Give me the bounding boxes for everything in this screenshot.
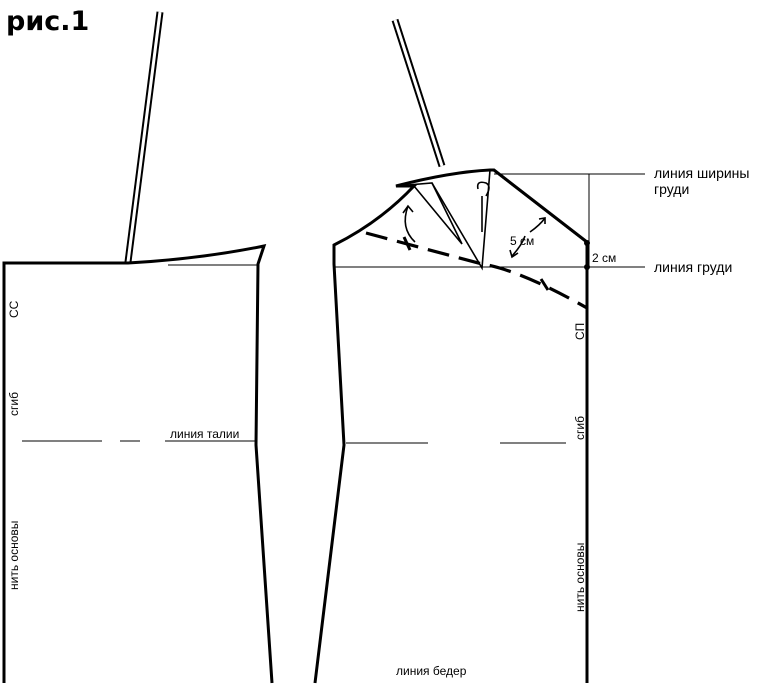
dart-arrow-upper xyxy=(529,217,546,233)
dart-arrow-left xyxy=(404,205,416,243)
bust-point-upper xyxy=(584,240,590,246)
cross-mark-left xyxy=(402,236,412,251)
dart-arrow-right xyxy=(511,235,526,257)
right-outline xyxy=(313,168,589,684)
dart-arrow-upper-head xyxy=(538,217,546,224)
dart-arrow-left-head xyxy=(402,204,414,214)
left-label-fold: сгиб xyxy=(7,392,21,416)
left-ruler xyxy=(124,11,164,263)
figure-title: рис.1 xyxy=(6,6,89,37)
right-ruler xyxy=(391,18,446,168)
right-label-grain: нить основы xyxy=(573,543,587,612)
label-bust-width-line-1: линия ширины xyxy=(654,165,749,181)
left-outline xyxy=(2,244,274,684)
label-hip-line: линия бедер xyxy=(396,664,467,678)
dart-arrow-center xyxy=(476,181,490,197)
left-label-cc: СС xyxy=(7,300,21,318)
left-label-waist: линия талии xyxy=(170,427,239,441)
label-bust-line: линия груди xyxy=(654,259,732,275)
label-5cm: 5 см xyxy=(510,234,534,248)
new-dart-dashed-line xyxy=(365,231,588,310)
dart-flap-outer xyxy=(395,182,463,245)
cross-mark-right xyxy=(539,278,550,291)
dart-arrow-right-head xyxy=(509,249,519,259)
right-pattern-piece xyxy=(313,18,645,684)
dart-leg-right xyxy=(493,170,588,244)
right-label-fold: сгиб xyxy=(573,416,587,440)
right-label-sp: СП xyxy=(573,323,587,340)
label-2cm: 2 см xyxy=(592,251,616,265)
bust-point-lower xyxy=(584,264,590,270)
left-label-grain: нить основы xyxy=(7,521,21,590)
label-bust-width-line-2: груди xyxy=(654,181,689,197)
dart-flap-inner xyxy=(431,169,491,271)
left-pattern-piece xyxy=(2,11,274,684)
